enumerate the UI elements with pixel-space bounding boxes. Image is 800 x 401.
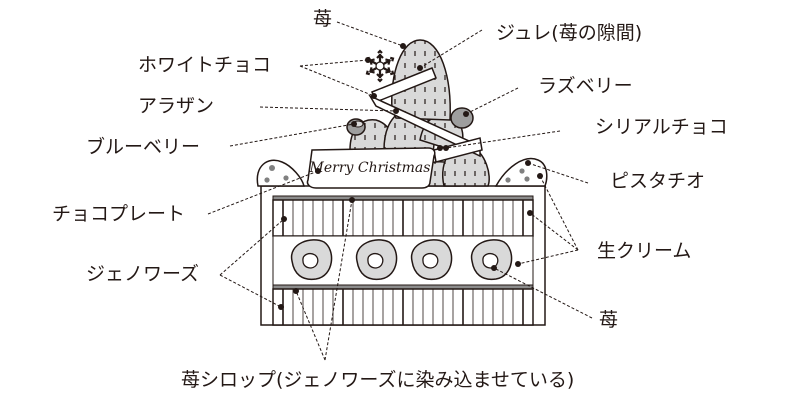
blueberry	[346, 118, 366, 136]
strawberry-slice	[355, 239, 398, 281]
strawberry-slice	[290, 239, 333, 281]
label-strawberry-syrup: 苺シロップ(ジェノワーズに染み込ませている)	[181, 369, 575, 391]
leader-lines	[207, 21, 593, 361]
plate-text: Merry Christmas	[309, 160, 431, 176]
anchor-dots	[278, 43, 543, 310]
label-fresh-cream: 生クリーム	[597, 240, 692, 262]
label-strawberry-inside: 苺	[599, 309, 619, 331]
genoise-bottom-layer	[272, 284, 534, 326]
snowflake-decoration	[365, 49, 395, 83]
label-pistachio: ピスタチオ	[610, 170, 706, 192]
label-strawberry-top: 苺	[313, 8, 333, 30]
label-jelly: ジュレ(苺の隙間)	[496, 22, 643, 44]
raspberry	[450, 107, 474, 129]
strawberry-slice	[410, 239, 453, 281]
label-argent: アラザン	[138, 95, 215, 117]
strawberry-slice	[470, 239, 513, 281]
strawberry-slices	[290, 239, 513, 281]
cake-body	[260, 185, 546, 326]
pistachio-mound-right	[494, 157, 548, 187]
label-blueberry: ブルーベリー	[86, 136, 201, 158]
genoise-top-layer	[272, 195, 534, 237]
chocolate-plate: Merry Christmas	[306, 147, 436, 189]
label-raspberry: ラズベリー	[538, 75, 633, 97]
pistachio-mound-left	[256, 159, 305, 187]
label-genoise: ジェノワーズ	[86, 263, 200, 285]
label-white-chocolate: ホワイトチョコ	[138, 54, 272, 76]
label-cereal-chocolate: シリアルチョコ	[595, 116, 728, 138]
label-chocolate-plate: チョコプレート	[52, 203, 186, 225]
